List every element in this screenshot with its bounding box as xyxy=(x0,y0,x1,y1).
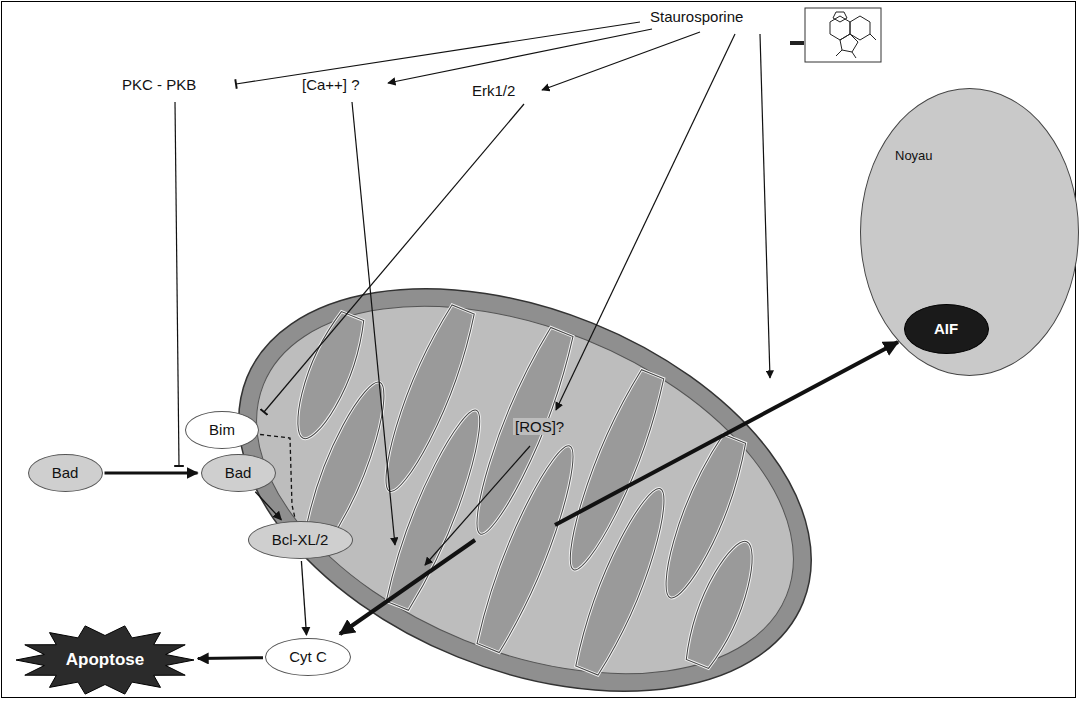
node-label: Bad xyxy=(52,464,79,482)
node-label: Apoptose xyxy=(66,651,144,669)
node-label: AIF xyxy=(934,320,958,338)
protein-oval: Cyt C xyxy=(265,638,351,676)
connector xyxy=(198,656,263,660)
kinase-label: PKC - PKB xyxy=(120,76,198,93)
ros-label: [ROS]? xyxy=(513,418,566,435)
connector xyxy=(255,492,281,520)
protein-oval: Bim xyxy=(185,411,259,449)
drug-name: Staurosporine xyxy=(648,8,745,25)
protein-oval: Bad xyxy=(201,454,276,492)
node-label: Bim xyxy=(209,421,235,439)
protein-oval: AIF xyxy=(904,304,989,354)
protein-oval: Bad xyxy=(28,454,103,492)
connector xyxy=(105,472,198,475)
ion-label: [Ca++] ? xyxy=(300,76,362,93)
node-label: Bad xyxy=(225,464,252,482)
node-label: Cyt C xyxy=(289,648,327,666)
kinase-label: Erk1/2 xyxy=(470,82,517,99)
nucleus-label: Noyau xyxy=(895,147,933,165)
apoptosis-starburst: Apoptose xyxy=(15,624,195,696)
nucleus-oval: NoyauAIF xyxy=(860,88,1079,376)
node-label: Bcl-XL/2 xyxy=(272,531,329,549)
protein-oval: Bcl-XL/2 xyxy=(248,521,353,559)
connector xyxy=(301,561,306,635)
